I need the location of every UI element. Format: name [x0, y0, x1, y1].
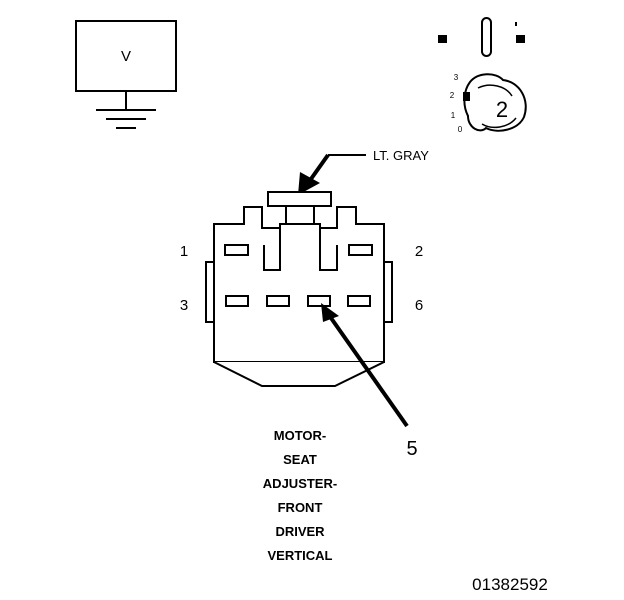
pin-label-1: 1	[180, 243, 188, 260]
caption-line-2: SEAT	[283, 452, 317, 467]
key-position-0: 0	[458, 125, 463, 134]
voltmeter-label: V	[121, 48, 131, 65]
cavity-4	[266, 295, 290, 307]
cavity-3	[225, 295, 249, 307]
key-position-1: 1	[451, 111, 456, 120]
caption-line-1: MOTOR-	[274, 428, 326, 443]
ignition-key-icon: 3 2 1 0 2	[438, 17, 527, 134]
key-position-3: 3	[454, 73, 459, 82]
cavity-6	[347, 295, 371, 307]
caption-line-4: FRONT	[278, 500, 323, 515]
figure-id: 01382592	[472, 575, 548, 594]
key-position-2: 2	[450, 91, 455, 100]
wire-color-callout: LT. GRAY	[298, 148, 429, 195]
component-caption: MOTOR- SEAT ADJUSTER- FRONT DRIVER VERTI…	[263, 428, 337, 563]
cavity-1	[224, 244, 249, 256]
connector-face	[205, 191, 393, 387]
caption-line-6: VERTICAL	[268, 548, 333, 563]
pin-label-2: 2	[415, 243, 423, 260]
cavity-2	[348, 244, 373, 256]
pin-label-3: 3	[180, 297, 188, 314]
ground-icon	[96, 109, 156, 129]
caption-line-3: ADJUSTER-	[263, 476, 337, 491]
pin-callout-5: 5	[406, 438, 417, 460]
pin-5-leader	[321, 303, 409, 428]
voltmeter-symbol: V	[75, 20, 177, 129]
pin-label-6: 6	[415, 297, 423, 314]
caption-line-5: DRIVER	[275, 524, 325, 539]
wire-color-label: LT. GRAY	[373, 148, 429, 163]
key-number: 2	[496, 97, 508, 122]
cavity-5	[307, 295, 331, 307]
